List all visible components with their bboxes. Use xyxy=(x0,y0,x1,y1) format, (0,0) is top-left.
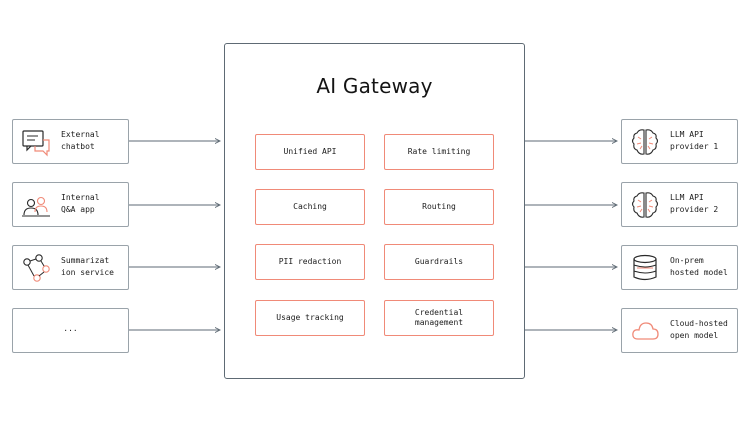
provider-node-llm-api-2: LLM API provider 2 xyxy=(621,182,738,227)
feature-caching: Caching xyxy=(255,189,365,225)
client-node-more: ... xyxy=(12,308,129,353)
chat-bubbles-icon xyxy=(22,130,50,157)
client-node-summarization-service: Summarizat ion service xyxy=(12,245,129,290)
database-icon xyxy=(633,254,657,281)
provider-node-cloud-hosted: Cloud-hosted open model xyxy=(621,308,738,353)
feature-rate-limiting: Rate limiting xyxy=(384,134,494,170)
cloud-icon xyxy=(632,322,659,340)
brain-icon xyxy=(631,129,659,155)
workflow-nodes-icon xyxy=(23,254,50,282)
ai-gateway-panel: AI Gateway Unified API Rate limiting Cac… xyxy=(224,43,525,379)
feature-usage-tracking: Usage tracking xyxy=(255,300,365,336)
provider-label: On-prem hosted model xyxy=(670,256,728,277)
client-label: Summarizat ion service xyxy=(61,256,114,277)
provider-label: LLM API provider 2 xyxy=(670,193,719,214)
brain-icon xyxy=(631,192,659,218)
users-icon xyxy=(22,196,50,217)
feature-pii-redaction: PII redaction xyxy=(255,244,365,280)
feature-routing: Routing xyxy=(384,189,494,225)
client-label: Internal Q&A app xyxy=(61,193,100,214)
provider-label: LLM API provider 1 xyxy=(670,130,719,151)
ellipsis-label: ... xyxy=(63,324,78,333)
provider-node-llm-api-1: LLM API provider 1 xyxy=(621,119,738,164)
provider-label: Cloud-hosted open model xyxy=(670,319,728,340)
client-label: External chatbot xyxy=(61,130,100,151)
provider-node-on-prem: On-prem hosted model xyxy=(621,245,738,290)
client-node-internal-qa-app: Internal Q&A app xyxy=(12,182,129,227)
feature-guardrails: Guardrails xyxy=(384,244,494,280)
feature-credential-management: Credential management xyxy=(384,300,494,336)
client-node-external-chatbot: External chatbot xyxy=(12,119,129,164)
feature-unified-api: Unified API xyxy=(255,134,365,170)
gateway-title: AI Gateway xyxy=(316,74,433,98)
